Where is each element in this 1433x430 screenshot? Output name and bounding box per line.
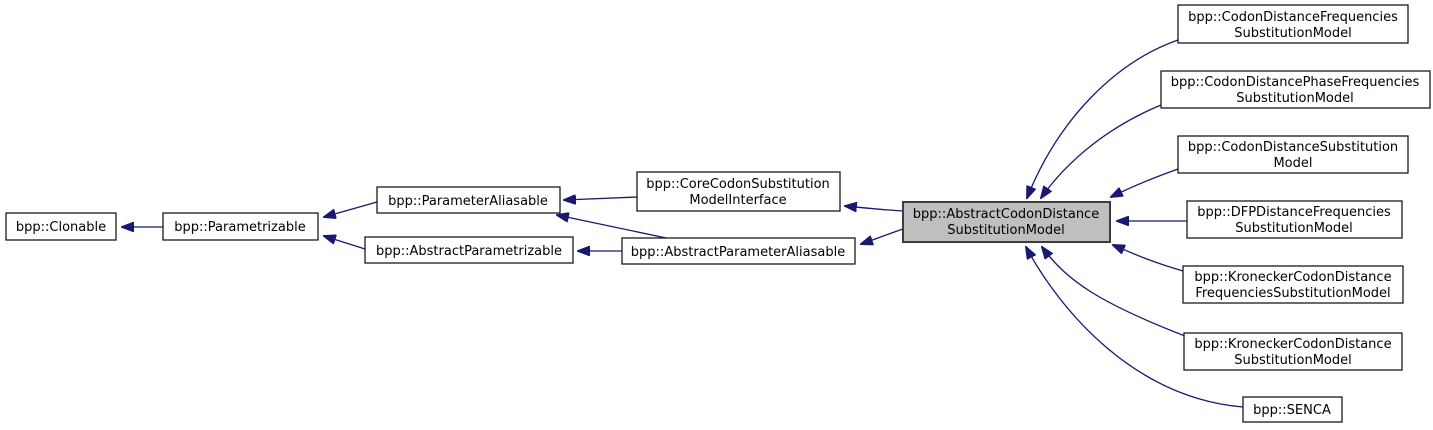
class-node-box xyxy=(621,237,856,265)
arrow-core-codon-to-parameter-aliasable xyxy=(564,197,638,200)
class-node-box xyxy=(364,236,574,264)
class-node-label-line1: bpp::DFPDistanceFrequencies xyxy=(1197,205,1391,220)
arrow-codon-distance-frequencies-to-focal xyxy=(1027,39,1179,198)
arrow-kronecker-codon-distance-to-focal xyxy=(1042,247,1186,337)
class-node-box xyxy=(1186,200,1403,239)
class-node-label-line1: bpp::KroneckerCodonDistance xyxy=(1194,270,1391,285)
class-node-box xyxy=(1177,135,1409,174)
arrow-focal-to-abstract-parameter-aliasable xyxy=(861,228,904,244)
inheritance-arrows xyxy=(122,39,1244,408)
class-node-box xyxy=(1242,396,1343,423)
class-node-box xyxy=(5,212,117,241)
class-node-label-line1: bpp::CoreCodonSubstitution xyxy=(646,177,830,192)
class-node-box xyxy=(1177,4,1409,44)
arrow-focal-to-core-codon xyxy=(845,206,904,211)
class-node-codon-distance-substitution-model[interactable]: bpp::CodonDistanceSubstitution Model xyxy=(1177,135,1409,174)
class-node-box xyxy=(1182,265,1404,304)
class-node-box xyxy=(162,212,319,241)
class-node-label: bpp::ParameterAliasable xyxy=(388,194,548,209)
class-node-abstract-parameter-aliasable[interactable]: bpp::AbstractParameterAliasable xyxy=(621,237,856,265)
class-node-dfp-distance-frequencies-substitution-model[interactable]: bpp::DFPDistanceFrequencies Substitution… xyxy=(1186,200,1403,239)
class-node-box xyxy=(902,201,1111,243)
class-node-abstract-parametrizable[interactable]: bpp::AbstractParametrizable xyxy=(364,236,574,264)
class-node-abstract-codon-distance-substitution-model: bpp::AbstractCodonDistance SubstitutionM… xyxy=(902,201,1111,243)
arrow-abstract-parametrizable-to-parametrizable xyxy=(324,236,366,250)
class-node-label-line1: bpp::CodonDistanceSubstitution xyxy=(1188,140,1398,155)
class-node-box xyxy=(1183,332,1403,371)
class-node-label: bpp::AbstractParameterAliasable xyxy=(631,245,845,260)
class-node-label-line2: FrequenciesSubstitutionModel xyxy=(1195,286,1390,301)
class-node-clonable[interactable]: bpp::Clonable xyxy=(5,212,117,241)
arrow-abstract-parameter-aliasable-to-parameter-aliasable xyxy=(557,215,672,240)
class-node-kronecker-codon-distance-substitution-model[interactable]: bpp::KroneckerCodonDistance Substitution… xyxy=(1183,332,1403,371)
class-node-label-line2: SubstitutionModel xyxy=(1234,26,1352,41)
class-node-label: bpp::AbstractParametrizable xyxy=(376,244,562,259)
class-node-core-codon-substitution-model-interface[interactable]: bpp::CoreCodonSubstitution ModelInterfac… xyxy=(636,171,841,212)
class-node-label: bpp::SENCA xyxy=(1253,403,1331,418)
arrow-kronecker-codon-distance-frequencies-to-focal xyxy=(1113,245,1184,272)
class-node-label-line1: bpp::CodonDistancePhaseFrequencies xyxy=(1171,75,1420,90)
class-node-box xyxy=(1160,70,1431,109)
arrow-senca-to-focal xyxy=(1026,247,1244,408)
class-node-box xyxy=(376,186,561,214)
class-node-label-line2: ModelInterface xyxy=(689,193,786,208)
arrow-codon-distance-phase-frequencies-to-focal xyxy=(1041,104,1162,198)
class-node-codon-distance-phase-frequencies-substitution-model[interactable]: bpp::CodonDistancePhaseFrequencies Subst… xyxy=(1160,70,1431,109)
class-node-label: bpp::Clonable xyxy=(16,220,106,235)
class-node-parametrizable[interactable]: bpp::Parametrizable xyxy=(162,212,319,241)
class-node-label-line1: bpp::CodonDistanceFrequencies xyxy=(1188,10,1398,25)
class-node-box xyxy=(636,171,841,212)
class-node-label-line1: bpp::AbstractCodonDistance xyxy=(913,207,1099,222)
class-node-parameter-aliasable[interactable]: bpp::ParameterAliasable xyxy=(376,186,561,214)
class-node-label-line2: SubstitutionModel xyxy=(947,223,1065,238)
class-node-label-line1: bpp::KroneckerCodonDistance xyxy=(1194,337,1391,352)
class-node-kronecker-codon-distance-frequencies-substitution-model[interactable]: bpp::KroneckerCodonDistance FrequenciesS… xyxy=(1182,265,1404,304)
class-node-label-line2: Model xyxy=(1273,156,1312,171)
class-node-label: bpp::Parametrizable xyxy=(174,220,305,235)
arrow-codon-distance-to-focal xyxy=(1111,168,1179,197)
arrow-parameter-aliasable-to-parametrizable xyxy=(324,201,378,217)
class-node-codon-distance-frequencies-substitution-model[interactable]: bpp::CodonDistanceFrequencies Substituti… xyxy=(1177,4,1409,44)
class-node-label-line2: SubstitutionModel xyxy=(1235,221,1353,236)
class-node-label-line2: SubstitutionModel xyxy=(1236,91,1354,106)
class-node-senca[interactable]: bpp::SENCA xyxy=(1242,396,1343,423)
class-node-label-line2: SubstitutionModel xyxy=(1234,353,1352,368)
